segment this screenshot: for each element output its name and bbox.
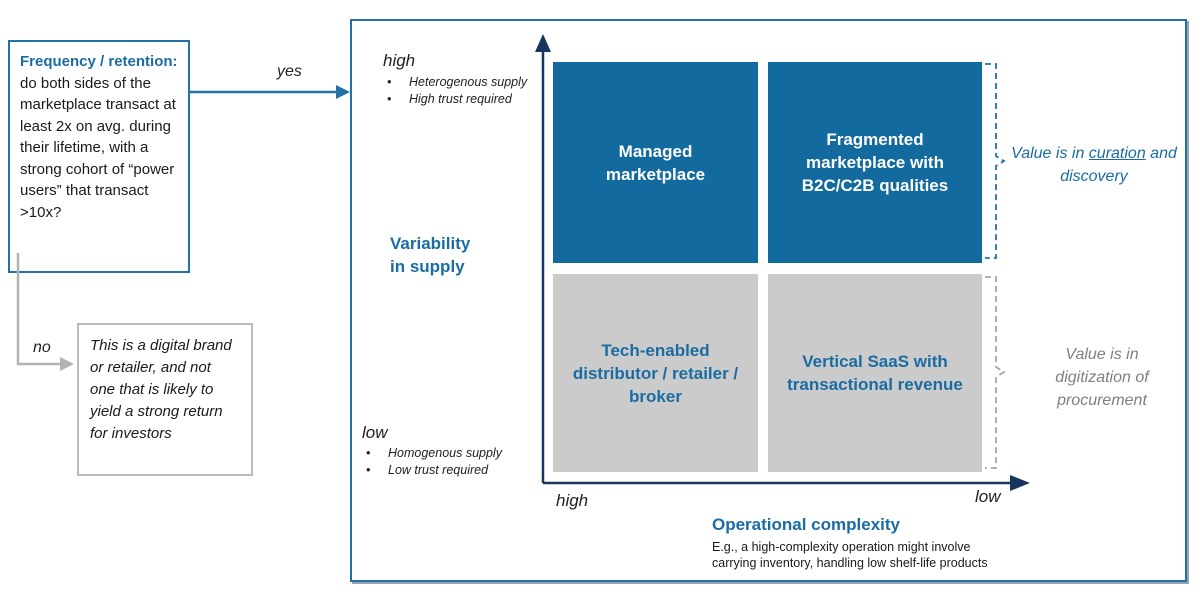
bullet-low-trust: Low trust required [364,463,544,477]
quadrant-label: Vertical SaaS with transactional revenue [787,352,963,394]
y-axis-high-label: high [383,51,416,70]
annotation-text-suffix: and discovery [1060,145,1177,185]
y-axis-low-label: low [362,423,388,442]
no-outcome-box: This is a digital brand or retailer, and… [77,323,253,476]
bullet-heterogenous-supply: Heterogenous supply [385,75,565,89]
quadrant-label: Tech-enabled distributor / retailer / br… [572,340,739,406]
bullet-high-trust: High trust required [385,92,565,106]
annotation-text: Value is in digitization of procurement [1055,346,1149,409]
quadrant-tech-enabled-distributor: Tech-enabled distributor / retailer / br… [553,274,758,472]
x-axis-title-block: Operational complexity E.g., a high-comp… [712,513,1012,571]
question-body: do both sides of the marketplace transac… [20,74,176,221]
y-axis-high-bullet-list: Heterogenous supply High trust required [385,75,565,109]
quadrant-fragmented-marketplace: Fragmented marketplace with B2C/C2B qual… [768,62,982,263]
annotation-curation-discovery: Value is in curation and discovery [1008,142,1180,188]
annotation-digitization-procurement: Value is in digitization of procurement [1028,343,1176,412]
annotation-text-underlined: curation [1088,145,1146,162]
bullet-homogenous-supply: Homogenous supply [364,446,544,460]
x-axis-title: Operational complexity [712,515,900,534]
no-branch-label: no [33,339,51,356]
quadrant-managed-marketplace: Managed marketplace [553,62,758,263]
no-arrow-head-icon [60,357,74,371]
frequency-retention-question-box: Frequency / retention: do both sides of … [8,40,190,273]
quadrant-label: Fragmented marketplace with B2C/C2B qual… [801,130,949,195]
x-axis-high-label: high [556,491,589,510]
quadrant-vertical-saas: Vertical SaaS with transactional revenue [768,274,982,472]
x-axis-caption: E.g., a high-complexity operation might … [712,540,988,570]
annotation-text-prefix: Value is in [1011,145,1089,162]
y-axis-low-bullet-list: Homogenous supply Low trust required [364,446,544,480]
question-title: Frequency / retention: [20,53,178,70]
x-axis-low-label: low [975,487,1001,506]
yes-arrow-head-icon [336,85,350,99]
quadrant-label: Managed marketplace [605,141,706,184]
yes-branch-label: yes [277,63,302,80]
y-axis-title: Variability in supply [390,234,471,276]
no-outcome-text: This is a digital brand or retailer, and… [90,337,232,442]
